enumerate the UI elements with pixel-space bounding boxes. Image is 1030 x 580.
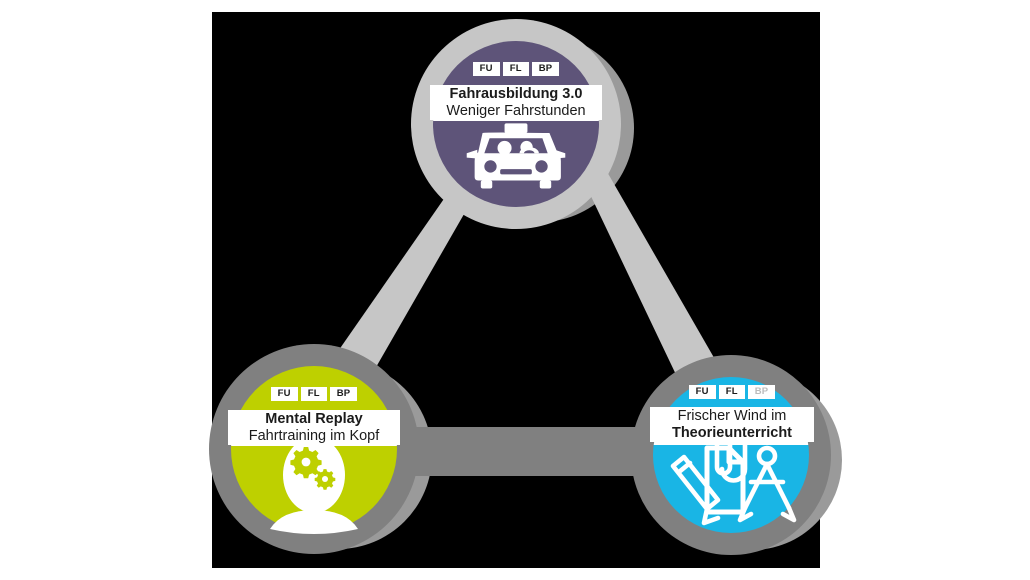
- label-title: Fahrausbildung 3.0: [449, 86, 583, 102]
- tag-fu[interactable]: FU: [472, 62, 500, 76]
- connector-top-to-left: [318, 148, 502, 402]
- head-with-gears-icon: [270, 437, 358, 534]
- driving-school-car-icon: [466, 123, 566, 189]
- tag-bp[interactable]: BP: [531, 62, 560, 76]
- tag-fu[interactable]: FU: [270, 387, 298, 401]
- label-title: Mental Replay: [265, 411, 363, 427]
- tag-fl[interactable]: FL: [502, 62, 529, 76]
- label-title: Frischer Wind im: [677, 408, 787, 424]
- label-mental-replay: Mental Replay Fahrtraining im Kopf: [228, 410, 400, 445]
- label-subtitle: Theorieunterricht: [671, 425, 793, 441]
- label-fahrausbildung: Fahrausbildung 3.0 Weniger Fahrstunden: [430, 85, 602, 120]
- connector-arms: [318, 148, 728, 476]
- connector-top-to-right: [568, 148, 728, 404]
- label-subtitle: Fahrtraining im Kopf: [248, 428, 380, 444]
- tags-theorieunterricht: FU FL BP: [656, 385, 808, 399]
- tag-bp[interactable]: BP: [747, 385, 776, 399]
- label-subtitle: Weniger Fahrstunden: [446, 103, 586, 119]
- tag-fu[interactable]: FU: [688, 385, 716, 399]
- tag-fl[interactable]: FL: [300, 387, 327, 401]
- document-pencil-compass-icon: [670, 431, 797, 526]
- tags-mental-replay: FU FL BP: [234, 387, 394, 401]
- connector-left-to-right: [352, 427, 700, 476]
- tag-bp[interactable]: BP: [329, 387, 358, 401]
- tags-fahrausbildung: FU FL BP: [436, 62, 596, 76]
- tag-fl[interactable]: FL: [718, 385, 745, 399]
- label-theorieunterricht: Frischer Wind im Theorieunterricht: [650, 407, 814, 442]
